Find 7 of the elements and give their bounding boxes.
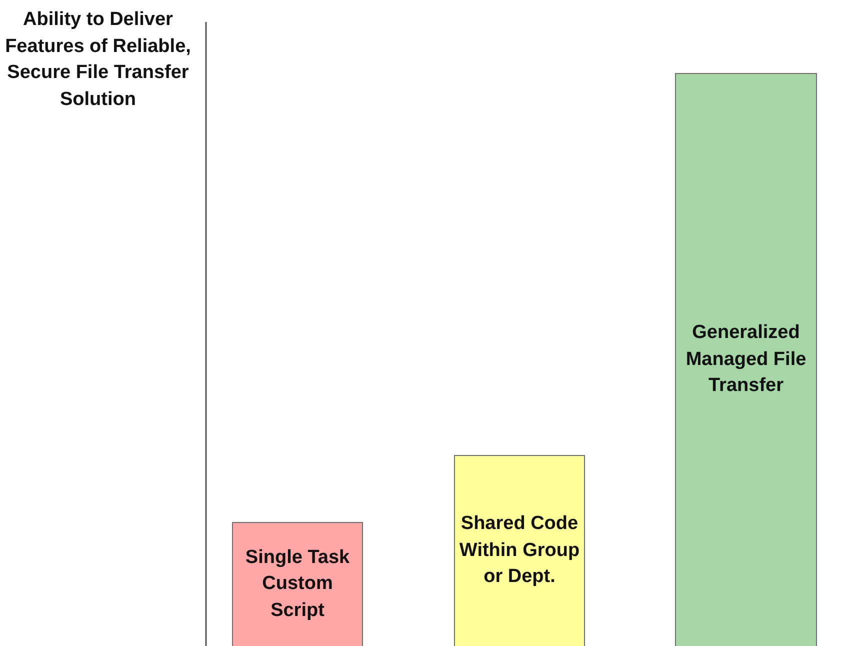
bar-label: Generalized Managed File Transfer (684, 321, 808, 398)
axis-title: Ability to Deliver Features of Reliable, Secure File Transfer Solution (4, 8, 192, 112)
bar (675, 73, 817, 646)
bar (454, 455, 585, 646)
bar-label: Shared Code Within Group or Dept. (458, 512, 581, 590)
bar-label: Single Task Custom Script (244, 546, 351, 623)
bar (232, 522, 363, 646)
